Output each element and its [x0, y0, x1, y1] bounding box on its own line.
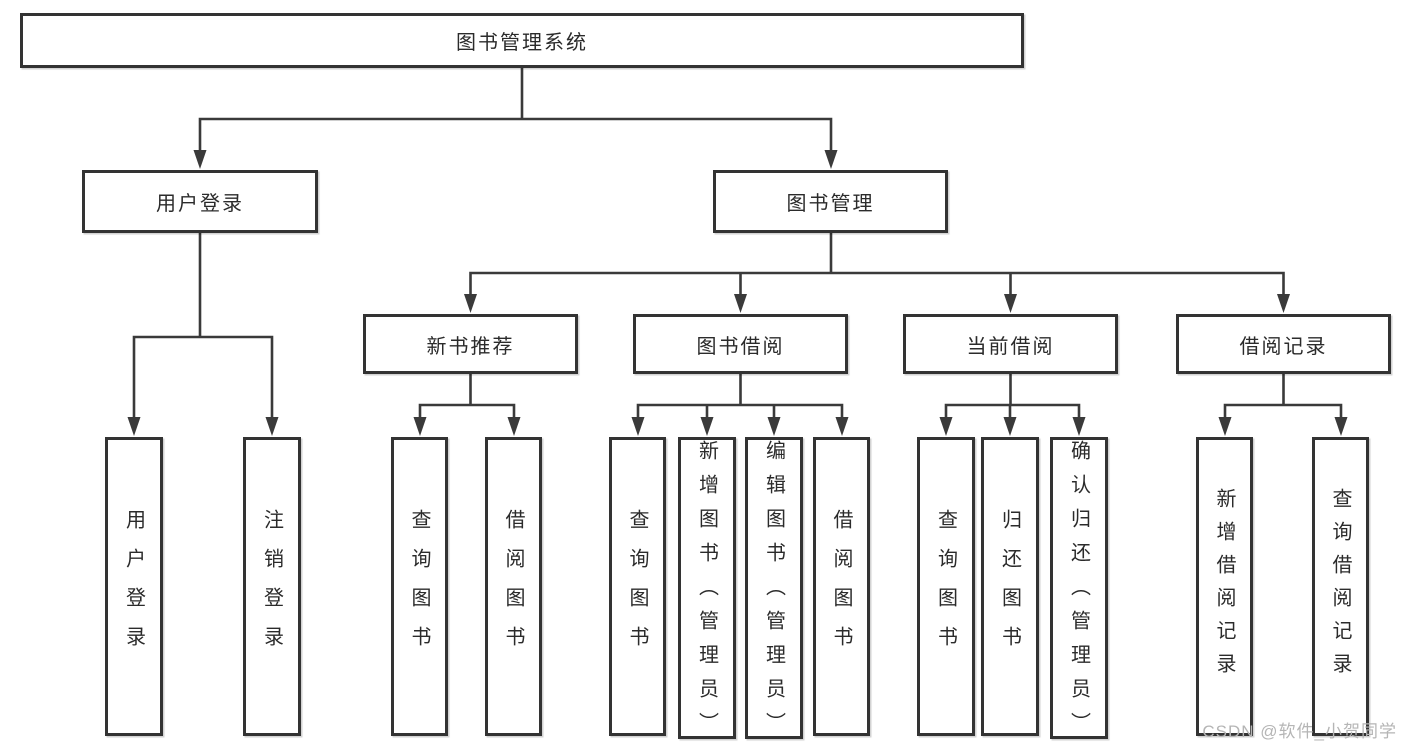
leaf-logout-login: 注销登录: [243, 437, 301, 736]
leaf-return-books: 归还图书: [981, 437, 1039, 736]
node-book-borrowing: 图书借阅: [633, 314, 848, 374]
connector-path: [132, 66, 1343, 420]
node-borrowing-records: 借阅记录: [1176, 314, 1391, 374]
leaf-query-books-borrowing: 查询图书: [609, 437, 666, 736]
leaf-query-books-recommend: 查询图书: [391, 437, 448, 736]
leaf-query-borrow-record: 查询借阅记录: [1312, 437, 1369, 736]
leaf-borrow-books-borrowing: 借阅图书: [813, 437, 870, 736]
leaf-edit-books-admin: 编辑图书（管理员）: [745, 437, 803, 746]
leaf-confirm-return-admin: 确认归还（管理员）: [1050, 437, 1108, 746]
node-book-management: 图书管理: [713, 170, 948, 233]
node-library-management-system: 图书管理系统: [20, 13, 1024, 68]
leaf-user-login: 用户登录: [105, 437, 163, 736]
node-user-login: 用户登录: [82, 170, 318, 233]
watermark-text: CSDN @软件_小贺同学: [1202, 722, 1397, 741]
node-current-borrowing: 当前借阅: [903, 314, 1118, 374]
node-new-book-recommendation: 新书推荐: [363, 314, 578, 374]
leaf-add-borrow-record: 新增借阅记录: [1196, 437, 1253, 736]
leaf-borrow-books-recommend: 借阅图书: [485, 437, 542, 736]
leaf-query-books-current: 查询图书: [917, 437, 975, 736]
leaf-add-books-admin: 新增图书（管理员）: [678, 437, 736, 746]
arrowhead-icons: [127, 150, 1348, 436]
